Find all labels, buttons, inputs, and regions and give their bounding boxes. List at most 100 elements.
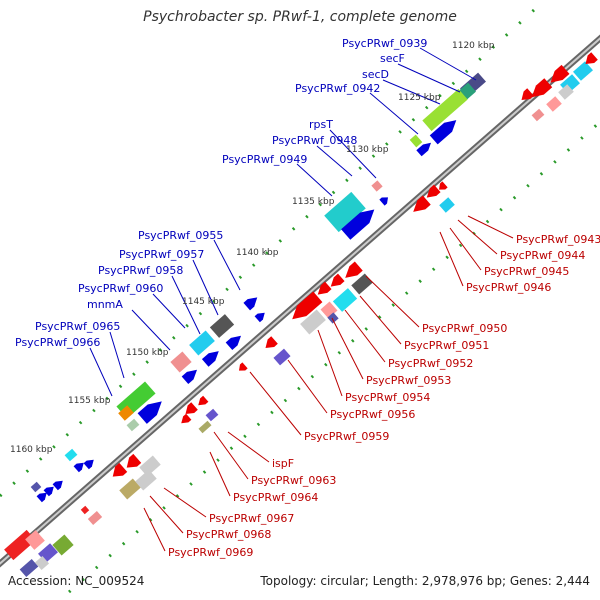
gene-block[interactable] [135, 469, 157, 491]
gene-arrow[interactable] [409, 195, 431, 217]
gene-arrow[interactable] [73, 460, 87, 473]
gene-block[interactable] [118, 405, 134, 421]
gene-arrow[interactable] [225, 332, 245, 351]
gene-label-bottom[interactable]: PsycPRwf_0969 [168, 546, 253, 559]
gene-label-top[interactable]: mnmA [87, 298, 123, 311]
gene-block[interactable] [189, 330, 215, 356]
gene-arrow[interactable] [314, 281, 332, 299]
gene-arrow[interactable] [341, 204, 379, 240]
gene-block[interactable] [531, 108, 545, 122]
gene-arrow[interactable] [52, 478, 66, 491]
gene-label-bottom[interactable]: PsycPRwf_0968 [186, 528, 271, 541]
gene-label-bottom[interactable]: PsycPRwf_0963 [251, 474, 336, 487]
gene-block[interactable] [139, 455, 161, 477]
gene-block[interactable] [409, 134, 423, 148]
gene-arrow[interactable] [181, 366, 201, 385]
gene-block[interactable] [332, 288, 358, 312]
gene-block[interactable] [80, 505, 90, 515]
gene-arrow[interactable] [327, 273, 345, 291]
gene-block[interactable] [371, 180, 383, 192]
gene-label-bottom[interactable]: PsycPRwf_0945 [484, 265, 569, 278]
gene-label-top[interactable]: secF [380, 52, 405, 65]
gene-arrow[interactable] [429, 116, 460, 145]
gene-block[interactable] [205, 408, 219, 422]
gene-label-top[interactable]: PsycPRwf_0948 [272, 134, 357, 147]
gene-block[interactable] [573, 61, 593, 81]
gene-arrow[interactable] [243, 294, 260, 311]
gene-label-top[interactable]: PsycPRwf_0960 [78, 282, 163, 295]
gene-block[interactable] [25, 530, 45, 550]
gene-block[interactable] [170, 351, 192, 373]
gene-arrow[interactable] [288, 291, 323, 325]
gene-label-top[interactable]: rpsT [309, 118, 333, 131]
gene-label-bottom[interactable]: PsycPRwf_0944 [500, 249, 585, 262]
gene-block[interactable] [87, 511, 103, 525]
gene-labels-bottom[interactable]: PsycPRwf_0943PsycPRwf_0944PsycPRwf_0945P… [168, 233, 600, 559]
gene-label-bottom[interactable]: ispF [272, 457, 294, 470]
gene-label-bottom[interactable]: PsycPRwf_0967 [209, 512, 294, 525]
gene-label-top[interactable]: PsycPRwf_0942 [295, 82, 380, 95]
gene-arrow[interactable] [109, 462, 128, 481]
gene-label-bottom[interactable]: PsycPRwf_0943 [516, 233, 600, 246]
gene-arrow[interactable] [137, 396, 167, 424]
gene-label-top[interactable]: PsycPRwf_0966 [15, 336, 100, 349]
gene-label-bottom[interactable]: PsycPRwf_0952 [388, 357, 473, 370]
gene-label-top[interactable]: PsycPRwf_0958 [98, 264, 183, 277]
gene-block[interactable] [198, 420, 212, 434]
gene-arrow[interactable] [379, 194, 390, 206]
gene-label-bottom[interactable]: PsycPRwf_0951 [404, 339, 489, 352]
gene-block[interactable] [327, 312, 339, 324]
gene-block[interactable] [558, 84, 574, 100]
gene-arrow[interactable] [254, 310, 268, 323]
gene-block[interactable] [34, 555, 50, 571]
gene-label-bottom[interactable]: PsycPRwf_0959 [304, 430, 389, 443]
gene-features[interactable] [4, 52, 598, 578]
gene-block[interactable] [126, 418, 140, 432]
gene-label-bottom[interactable]: PsycPRwf_0950 [422, 322, 507, 335]
gene-arrow[interactable] [83, 457, 97, 470]
gene-label-bottom[interactable]: PsycPRwf_0964 [233, 491, 318, 504]
gene-label-bottom[interactable]: PsycPRwf_0946 [466, 281, 551, 294]
gene-block[interactable] [64, 448, 78, 462]
gene-block[interactable] [273, 348, 291, 366]
gene-arrow[interactable] [179, 413, 192, 427]
gene-arrow[interactable] [182, 402, 198, 417]
gene-block[interactable] [300, 309, 326, 335]
gene-block[interactable] [30, 481, 42, 493]
gene-label-top[interactable]: PsycPRwf_0957 [119, 248, 204, 261]
gene-arrow[interactable] [416, 140, 433, 157]
gene-arrow[interactable] [423, 184, 441, 202]
gene-block[interactable] [546, 96, 562, 112]
gene-arrow[interactable] [341, 261, 363, 283]
gene-label-bottom[interactable]: PsycPRwf_0956 [330, 408, 415, 421]
gene-block[interactable] [19, 558, 39, 578]
gene-arrow[interactable] [262, 336, 278, 351]
gene-label-top[interactable]: PsycPRwf_0965 [35, 320, 120, 333]
gene-label-bottom[interactable]: PsycPRwf_0954 [345, 391, 430, 404]
gene-arrow[interactable] [436, 181, 448, 192]
gene-block[interactable] [209, 314, 235, 338]
gene-label-top[interactable]: PsycPRwf_0939 [342, 37, 427, 50]
gene-arrow[interactable] [528, 78, 553, 102]
gene-label-top[interactable]: PsycPRwf_0949 [222, 153, 307, 166]
gene-block[interactable] [351, 273, 373, 295]
gene-label-top[interactable]: secD [362, 68, 389, 81]
gene-block[interactable] [439, 197, 455, 213]
gene-label-bottom[interactable]: PsycPRwf_0953 [366, 374, 451, 387]
gene-arrow[interactable] [582, 52, 598, 67]
gene-arrow[interactable] [43, 484, 57, 497]
gene-arrow[interactable] [236, 362, 248, 373]
gene-block[interactable] [119, 478, 141, 500]
gene-arrow[interactable] [123, 453, 142, 472]
gene-label-top[interactable]: PsycPRwf_0955 [138, 229, 223, 242]
gene-block[interactable] [52, 534, 74, 556]
gene-arrow[interactable] [201, 347, 222, 367]
gene-block[interactable] [324, 191, 366, 233]
gene-arrow[interactable] [547, 64, 570, 87]
gene-arrow[interactable] [196, 395, 209, 409]
gene-block[interactable] [422, 88, 468, 132]
gene-arrow[interactable] [518, 88, 534, 103]
gene-arrow[interactable] [36, 490, 50, 503]
